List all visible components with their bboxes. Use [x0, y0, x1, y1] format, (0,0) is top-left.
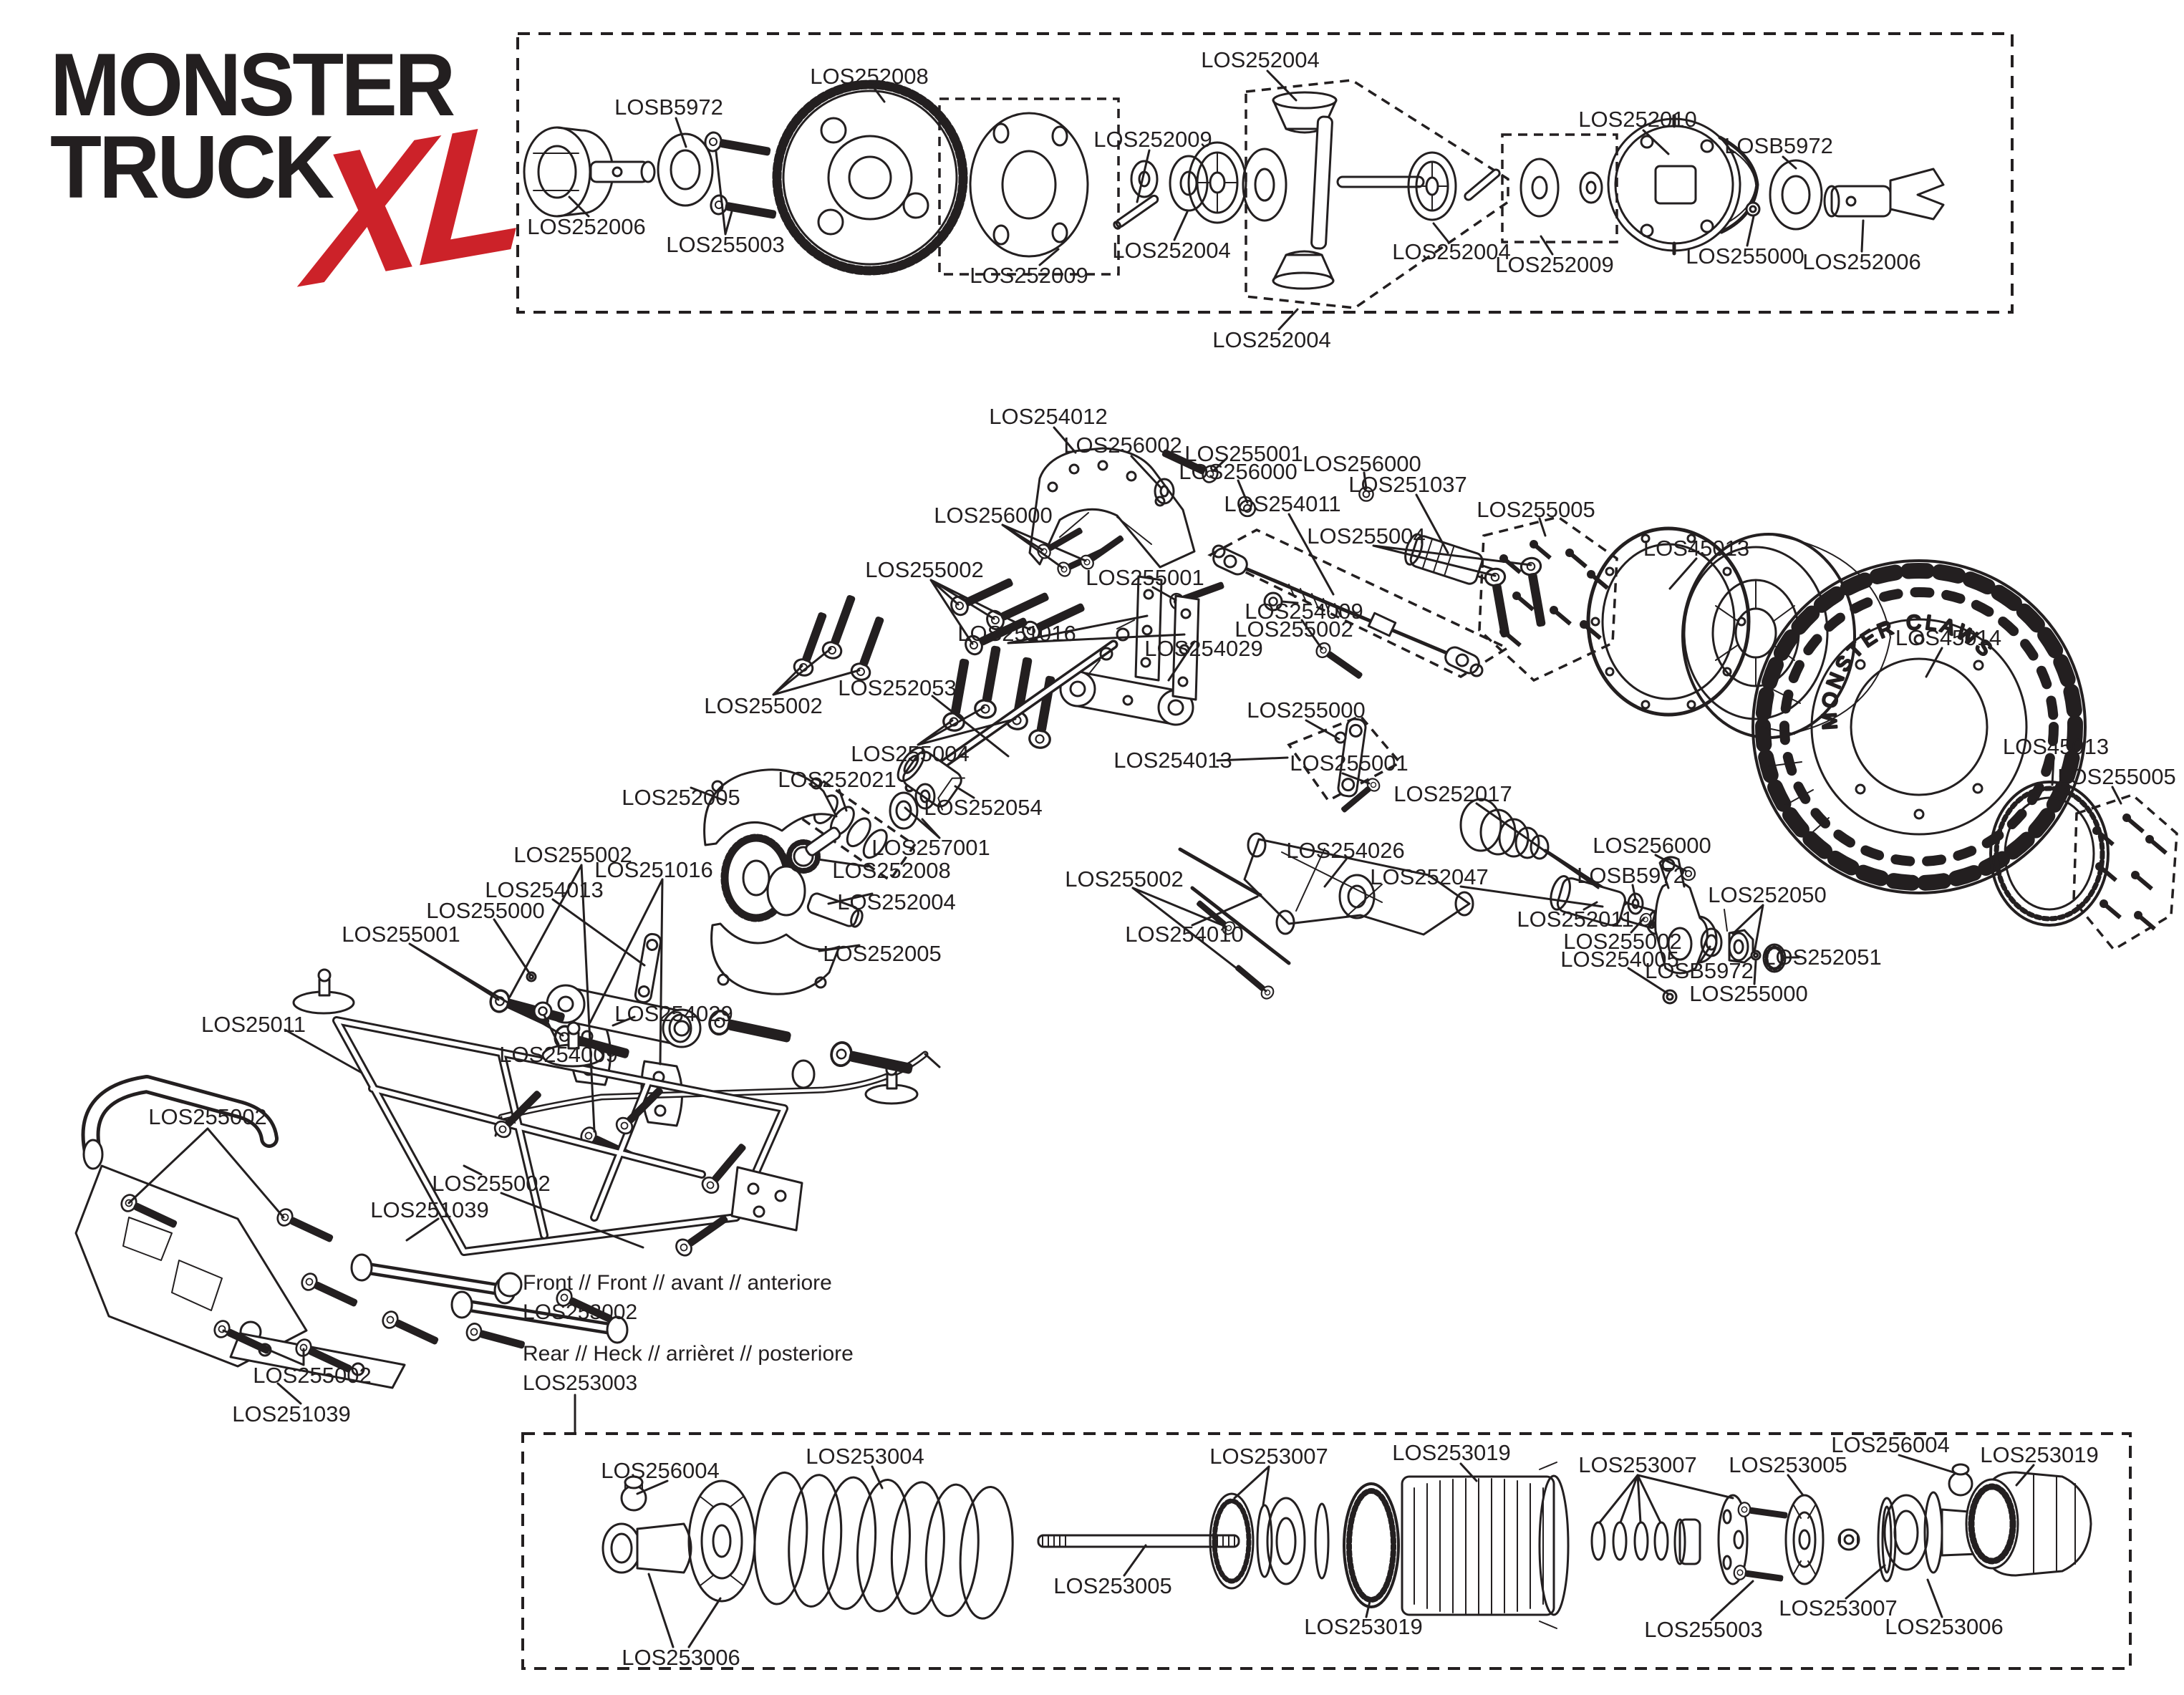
part-label: LOS253007 — [1779, 1595, 1898, 1621]
part-label: LOS256000 — [1179, 459, 1298, 484]
rear-note-part: LOS253003 — [523, 1371, 638, 1395]
part-label: LOS253006 — [622, 1645, 740, 1670]
part-label: LOS256000 — [934, 503, 1053, 528]
part-label: LOS252008 — [810, 64, 929, 89]
part-label: LOS255000 — [1686, 243, 1804, 269]
part-label: LOS252004 — [837, 889, 956, 914]
part-label: LOS251037 — [1348, 472, 1467, 497]
part-label: LOS252009 — [1093, 127, 1212, 152]
rear-note-text: Rear // Heck // arrièret // posteriore — [523, 1342, 854, 1366]
part-label: LOS255004 — [1307, 523, 1426, 549]
front-note-part: LOS253002 — [523, 1300, 638, 1324]
part-label: LOS255001 — [1086, 565, 1204, 590]
part-label: LOS255002 — [865, 557, 984, 582]
logo-line-2: TRUCK — [50, 118, 334, 218]
part-label: LOS255005 — [2057, 764, 2176, 789]
part-label: LOS254005 — [1560, 947, 1679, 972]
part-label: LOS252004 — [1112, 238, 1231, 263]
part-label: LOS253019 — [1392, 1440, 1511, 1465]
part-label: LOS45013 — [2002, 734, 2110, 759]
part-label: LOS25011 — [201, 1012, 306, 1037]
part-label: LOS254029 — [614, 1001, 733, 1026]
part-label: LOS253007 — [1578, 1452, 1697, 1477]
part-label: LOS252011 — [1517, 907, 1634, 932]
part-label: LOS252053 — [838, 675, 957, 700]
part-label: LOS254013 — [1113, 748, 1232, 773]
part-label: LOS252006 — [527, 214, 646, 239]
part-label: LOS253007 — [1209, 1444, 1328, 1469]
part-label: LOS255003 — [1644, 1617, 1763, 1642]
part-label: LOS255005 — [1477, 497, 1595, 522]
part-label: LOS252021 — [778, 767, 897, 792]
part-label: LOS255001 — [1184, 441, 1303, 466]
part-label: LOS256000 — [1303, 451, 1421, 476]
part-label: LOS253005 — [1729, 1452, 1847, 1477]
front-rear-notes: Front // Front // avant // anteriore LOS… — [523, 1269, 854, 1398]
part-label: LOS255000 — [1689, 981, 1808, 1006]
part-label: LOS252004 — [1201, 47, 1320, 72]
part-label: LOSB5972 — [1577, 863, 1686, 888]
part-label: LOS252051 — [1763, 945, 1882, 970]
part-label: LOS252008 — [832, 858, 951, 883]
part-label: LOS254010 — [1125, 922, 1244, 947]
part-label: LOSB5972 — [614, 95, 723, 120]
part-label: LOS252009 — [970, 263, 1088, 288]
part-label: LOS257001 — [871, 835, 990, 860]
part-label: LOS252047 — [1370, 864, 1489, 889]
part-label: LOS252010 — [1578, 107, 1697, 132]
part-label: LOS254012 — [989, 404, 1108, 429]
part-label: LOS256002 — [1063, 433, 1182, 458]
part-label: LOS251016 — [594, 857, 713, 882]
part-label: LOS252009 — [1495, 252, 1614, 277]
part-label: LOS253006 — [1885, 1614, 2004, 1639]
part-label: LOS252054 — [924, 795, 1043, 820]
part-label: LOS252006 — [1802, 249, 1921, 274]
part-label: LOS255000 — [426, 898, 545, 923]
part-label: LOS255003 — [666, 232, 785, 257]
part-label: LOS254029 — [1144, 636, 1263, 661]
part-label: LOS255001 — [1290, 750, 1409, 776]
part-label: LOS251016 — [957, 621, 1076, 646]
front-note-text: Front // Front // avant // anteriore — [523, 1271, 832, 1295]
part-label: LOS256004 — [601, 1458, 720, 1483]
brand-logo: MONSTER TRUCK XL — [50, 36, 566, 325]
part-label: LOS252050 — [1708, 882, 1827, 907]
part-label: LOS251039 — [232, 1401, 351, 1426]
part-label: LOS253019 — [1304, 1614, 1423, 1639]
part-label: LOS253004 — [806, 1444, 924, 1469]
part-label: LOS254009 — [1245, 599, 1363, 624]
part-label: LOS45013 — [1643, 536, 1750, 561]
part-label: LOS251039 — [370, 1197, 489, 1222]
part-label: LOS254026 — [1286, 838, 1405, 863]
part-label: LOSB5972 — [1645, 958, 1754, 983]
part-label: LOS253005 — [1053, 1573, 1172, 1598]
part-label: LOS252017 — [1393, 781, 1512, 806]
part-label: LOS254013 — [485, 877, 604, 902]
part-label: LOS255004 — [851, 741, 970, 766]
part-label: LOS255002 — [253, 1363, 372, 1388]
part-label: LOS253019 — [1980, 1442, 2099, 1467]
part-label: LOS255002 — [148, 1104, 267, 1129]
part-label: LOS255001 — [342, 922, 460, 947]
part-label: LOS254011 — [1224, 491, 1341, 516]
part-label: LOS252005 — [823, 941, 942, 966]
part-label: LOS252004 — [1212, 327, 1331, 352]
logo-line-1: MONSTER — [50, 36, 455, 135]
part-label: LOS256000 — [1593, 833, 1711, 858]
part-label: LOS256004 — [1831, 1432, 1950, 1457]
part-label: LOS255000 — [1247, 697, 1366, 723]
part-label: LOS45014 — [1895, 625, 2002, 650]
part-label: LOS255002 — [432, 1171, 551, 1196]
part-label: LOS252005 — [622, 785, 740, 810]
part-label: LOS255002 — [1065, 866, 1184, 892]
part-label: LOS255002 — [1563, 929, 1682, 954]
part-label: LOS254009 — [499, 1042, 618, 1067]
part-label: LOS255002 — [513, 842, 632, 867]
part-label: LOSB5972 — [1724, 133, 1833, 158]
part-label: LOS255002 — [1234, 617, 1353, 642]
part-label: LOS255002 — [704, 693, 823, 718]
part-label: LOS252004 — [1392, 239, 1511, 264]
